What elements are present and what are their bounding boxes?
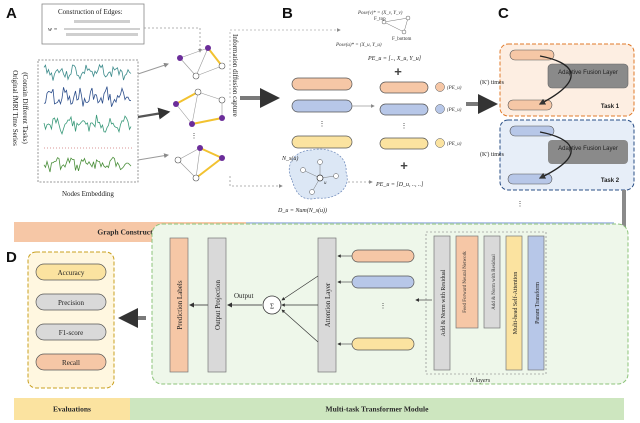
fusion-label-2: Adaptive Fusion Layer [558,146,618,152]
metric-label: F1-score [59,329,84,337]
svg-text:Σ: Σ [270,303,274,311]
metric-label: Accuracy [58,269,85,277]
stage-label: Evaluations [53,405,91,414]
metric-label: Precision [58,299,85,307]
panel-label-d: D [6,249,17,266]
embedding-stack-1: ⋮ [291,77,353,149]
metric-label: Recall [62,359,80,367]
panel-label-c: C [498,5,509,22]
pe-side-2: (PE_u) [447,108,462,113]
output-projection-block: Output Projection [207,237,227,373]
pose-mid-formula: Pose(u)* = (X_u, Y_u) [335,43,382,48]
fusion-label-1: Adaptive Fusion Layer [558,70,618,76]
pe-side-1: (PE_u) [447,86,462,91]
sum-node: Σ [262,295,282,315]
fusion-layer-1 [548,64,628,88]
svg-text:⋮: ⋮ [380,302,387,310]
prediction-labels-block: Prediction Labels [169,237,189,373]
svg-text:Param Transform: Param Transform [534,282,541,324]
f-bottom-label: F_bottom [392,37,412,42]
pose-graph [381,15,411,35]
graph-to-pose-arrow [229,28,341,98]
svg-text:Add & Norm with Residual: Add & Norm with Residual [441,269,447,336]
output-label: Output [234,292,254,300]
fusion-layer-2 [548,140,628,164]
pe-side-3: (PE_u) [447,142,462,147]
nodes-embedding-label: Nodes Embedding [62,190,114,198]
fusion-loop-2 [538,131,572,179]
series-to-graph-arrows [137,62,171,161]
svg-text:Attention Layer: Attention Layer [324,282,332,327]
svg-text:Multi-head Self-Attention: Multi-head Self-Attention [512,272,519,335]
metric-item: Precision [35,293,107,311]
pe-side-circles [435,82,445,148]
svg-text:Add & Norm with Residual: Add & Norm with Residual [492,254,497,310]
task-1-label: Task 1 [601,104,620,110]
task-2-input [509,125,555,137]
node-u-label: u [324,181,327,186]
sum-inputs [281,275,319,343]
transformer-embeddings: ⋮ [337,249,432,351]
task-1-input [509,49,555,61]
stage-label: Graph Construction [97,228,163,237]
add-norm-1-block: Add & Norm with Residual [433,235,451,371]
svg-text:Feed Forward Neural Network: Feed Forward Neural Network [463,251,468,313]
pe-position-formula: PE_u = [.., X_u, Y_u] [367,56,422,62]
attention-layer-block: Attention Layer [317,237,337,373]
graph-dots: ⋮ [191,132,198,140]
formula-link-arrow [144,27,202,53]
f-top-label: F_top [374,17,386,22]
degree-formula: D_u = Num(N_s(u)) [277,207,327,214]
neighborhood-blob [288,148,348,200]
n-layers-box [425,231,547,375]
metric-item: Accuracy [35,263,107,281]
pe-degree-formula: PE_u = [D_u, .., ..] [375,182,424,188]
metric-item: Recall [35,353,107,371]
svg-text:Output Projection: Output Projection [214,280,222,330]
graph-3 [174,145,225,182]
plus-icon-1: + [394,64,402,79]
panel-label-a: A [6,5,17,22]
metric-item: F1-score [35,323,107,341]
svg-text:⋮: ⋮ [401,122,408,130]
neighborhood-label: N_s(u) [281,155,298,162]
stage-bar-bottom: Evaluations Multi-task Transformer Module [14,398,624,420]
feed-forward-block: Feed Forward Neural Network [455,235,479,329]
n-layers-label: N layers [469,378,491,384]
times-label-2: (K') times [480,151,505,158]
plus-icon-2: + [400,158,408,173]
stage-cell: Multi-task Transformer Module [130,398,624,420]
time-series-signals [43,63,132,173]
edges-formula-box [41,3,145,45]
embedding-stack-2: ⋮ [379,81,429,150]
param-transform-block: Param Transform [527,235,545,371]
svg-text:Prediction Labels: Prediction Labels [176,280,184,329]
stage-cell: Evaluations [14,398,130,420]
times-label-1: (K') times [480,79,505,86]
formula-lhs: w = [48,27,58,33]
task-dots: ⋮ [517,200,524,208]
stage-label: Multi-task Transformer Module [326,405,430,414]
series-label-1: Original fMRI Time Series [11,70,19,146]
self-attention-block: Multi-head Self-Attention [505,235,523,371]
graph-2 [173,88,226,127]
graph-1 [177,45,226,80]
add-norm-2-block: Add & Norm with Residual [483,235,501,329]
formula-fraction [64,20,140,36]
fusion-loop-1 [538,55,572,105]
info-diffusion-label: Information diffusion capture [231,34,239,117]
pose-top-formula: Pose(v)* = (X_v, Y_v) [357,11,403,16]
svg-text:⋮: ⋮ [319,120,326,128]
panel-label-b: B [282,5,293,22]
series-label-2: (Contain Different Tasks) [21,72,29,144]
edges-title: Construction of Edges: [58,8,123,16]
task-2-label: Task 2 [601,178,620,184]
graph-to-blob-arrow [229,176,283,188]
